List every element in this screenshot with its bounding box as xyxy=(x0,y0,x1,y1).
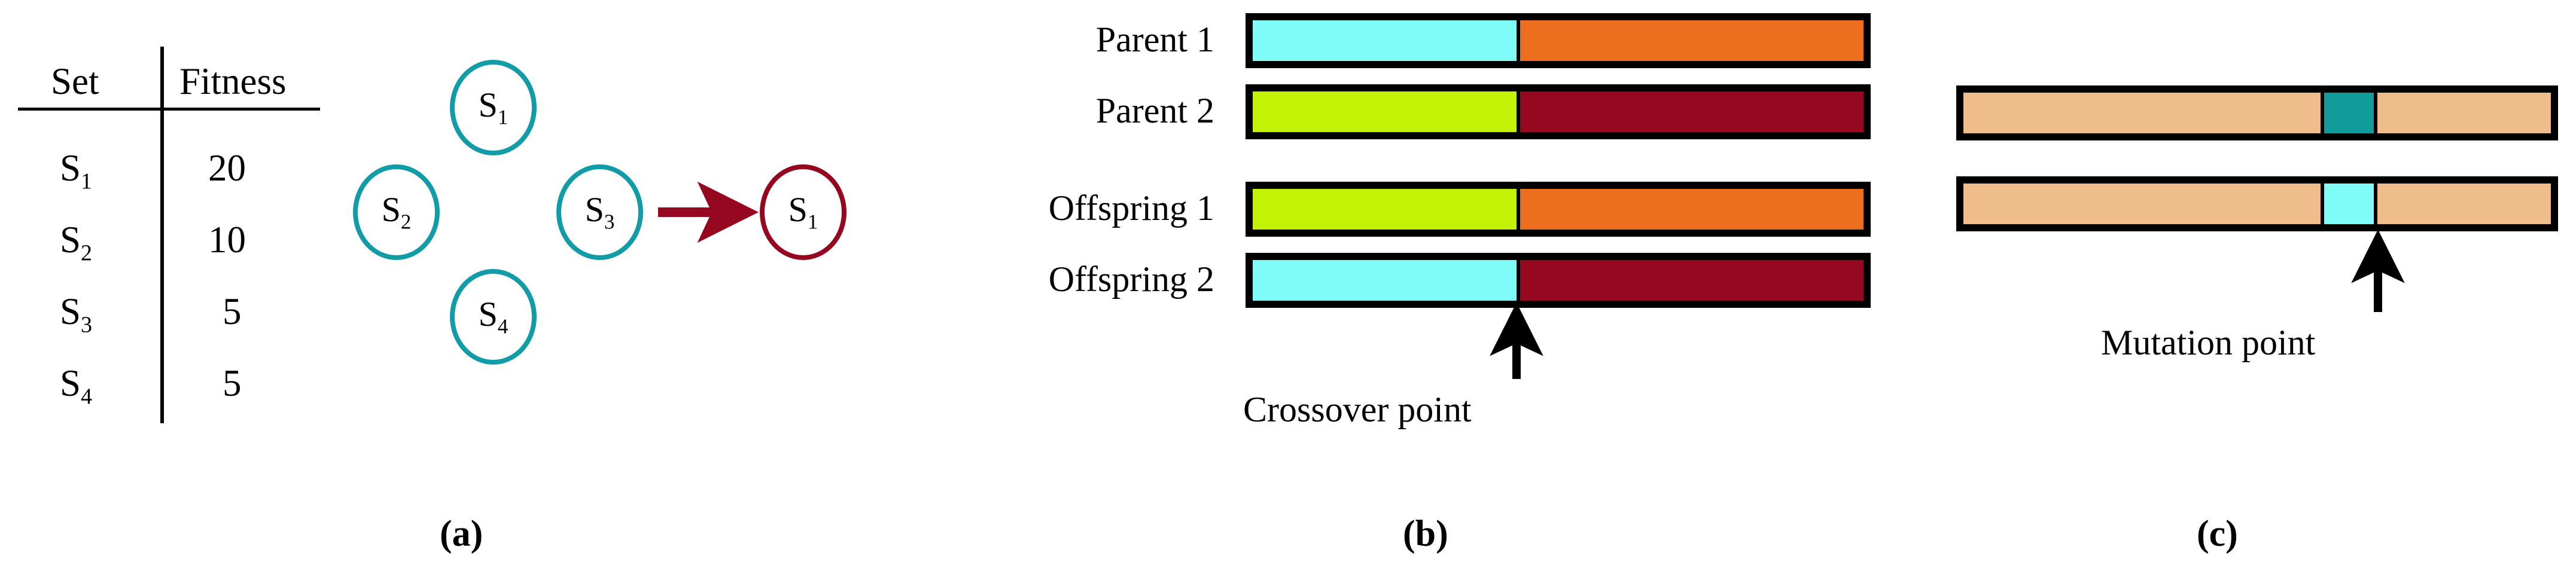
panel-caption-c: (c) xyxy=(2197,513,2238,554)
chromosome-bar-after-mutation xyxy=(1956,176,2558,231)
population-node-s2[interactable]: S2 xyxy=(353,164,440,260)
panel-caption-b: (b) xyxy=(1403,513,1448,554)
table-cell-set: S xyxy=(60,219,81,261)
panel-caption-a: (a) xyxy=(440,513,483,554)
chromosome-bar-offspring-1 xyxy=(1246,182,1871,237)
node-label-subscript: 1 xyxy=(497,105,508,129)
gene-segment xyxy=(1518,90,1865,134)
node-label-subscript: 4 xyxy=(497,314,508,338)
node-label-subscript: 3 xyxy=(604,210,615,234)
table-cell-set: S xyxy=(60,291,81,332)
table-cell-set-subscript: 4 xyxy=(81,384,93,409)
table-row: S2 xyxy=(60,221,92,265)
chromosome-bar-parent-1 xyxy=(1246,13,1871,68)
table-cell-fitness: 20 xyxy=(208,147,246,189)
population-node-s4[interactable]: S4 xyxy=(450,269,537,365)
node-label: S xyxy=(478,294,498,334)
gene-segment xyxy=(1962,182,2322,226)
table-cell-set: S xyxy=(60,362,81,404)
table-cell-fitness: 5 xyxy=(223,362,242,404)
gene-segment xyxy=(2375,182,2553,226)
chromosome-label-parent-2: Parent 2 xyxy=(1095,91,1214,130)
table-row: S1 xyxy=(60,149,92,193)
population-node-s1[interactable]: S1 xyxy=(450,60,537,155)
table-cell-set: S xyxy=(60,147,81,189)
gene-segment xyxy=(2375,91,2553,135)
node-label: S xyxy=(584,189,604,229)
table-header-set: Set xyxy=(51,60,99,102)
node-label: S xyxy=(788,189,808,229)
gene-segment xyxy=(1518,187,1865,231)
chromosome-label-parent-1: Parent 1 xyxy=(1095,20,1214,59)
chromosome-bar-before-mutation xyxy=(1956,85,2558,140)
gene-segment-mutated-target xyxy=(2322,182,2376,226)
table-row: S4 xyxy=(60,365,92,408)
mutation-point-label: Mutation point xyxy=(2101,323,2316,362)
table-cell-set-subscript: 2 xyxy=(81,240,93,266)
gene-segment xyxy=(1518,258,1865,302)
gene-segment xyxy=(1251,19,1518,63)
chromosome-bar-offspring-2 xyxy=(1246,253,1871,308)
gene-segment-mutated-source xyxy=(2322,91,2376,135)
gene-segment xyxy=(1251,258,1518,302)
table-cell-fitness: 5 xyxy=(223,291,242,332)
gene-segment xyxy=(1518,19,1865,63)
chromosome-label-offspring-1: Offspring 1 xyxy=(1048,188,1214,228)
table-row: S3 xyxy=(60,293,92,337)
node-label-subscript: 1 xyxy=(807,210,818,234)
table-cell-set-subscript: 3 xyxy=(81,312,93,338)
table-header-rule xyxy=(18,108,320,111)
table-cell-fitness: 10 xyxy=(208,219,246,261)
selected-node-s1[interactable]: S1 xyxy=(760,164,847,260)
node-label: S xyxy=(478,85,498,124)
chromosome-bar-parent-2 xyxy=(1246,84,1871,139)
population-node-s3[interactable]: S3 xyxy=(556,164,643,260)
chromosome-label-offspring-2: Offspring 2 xyxy=(1048,259,1214,299)
table-header-fitness: Fitness xyxy=(179,60,287,102)
node-label-subscript: 2 xyxy=(400,210,412,234)
gene-segment xyxy=(1251,90,1518,134)
gene-segment xyxy=(1251,187,1518,231)
table-column-divider xyxy=(160,47,164,423)
crossover-point-label: Crossover point xyxy=(1243,390,1472,429)
gene-segment xyxy=(1962,91,2322,135)
table-cell-set-subscript: 1 xyxy=(81,169,93,194)
node-label: S xyxy=(381,189,401,229)
